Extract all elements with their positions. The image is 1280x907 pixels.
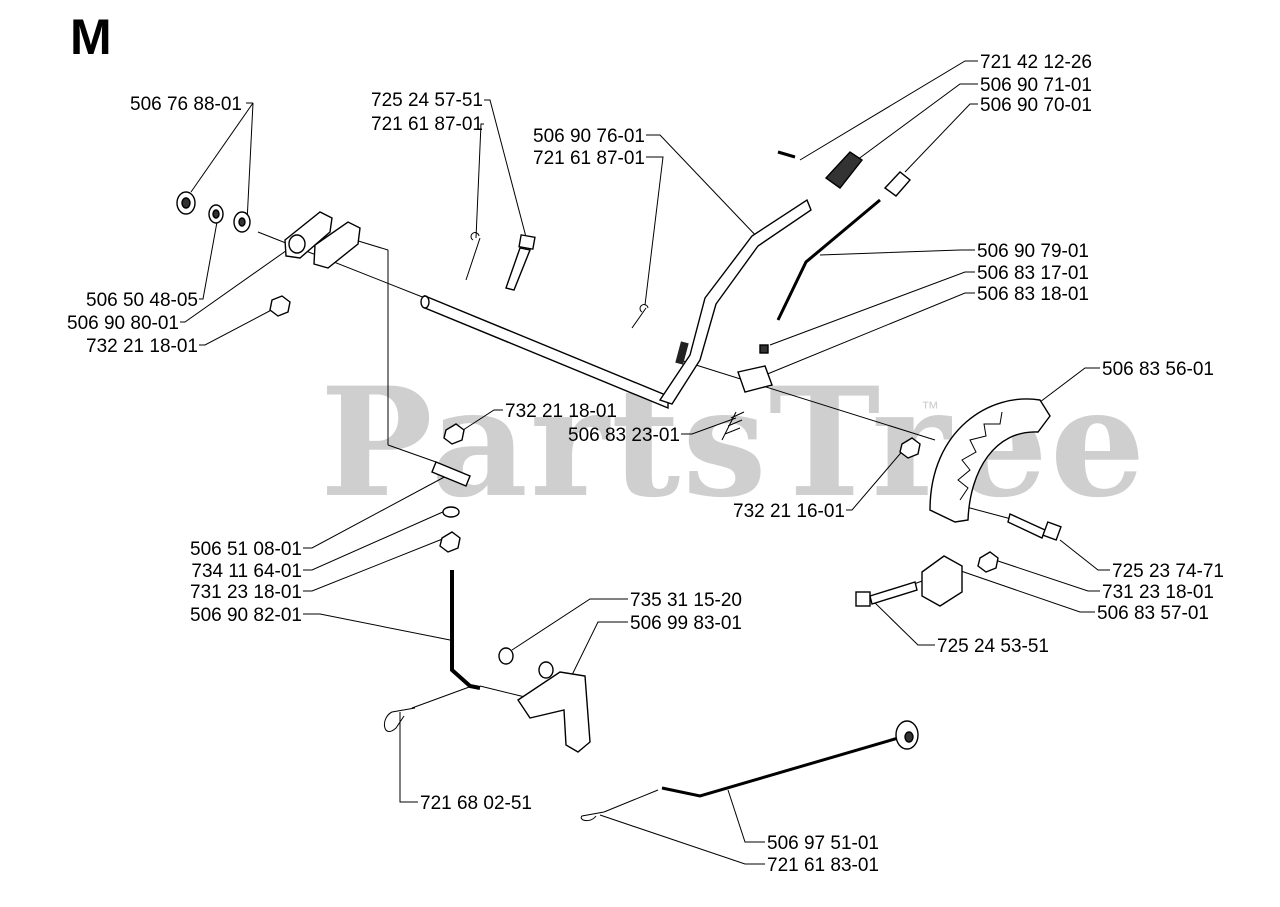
part-label: 732 21 18-01: [505, 401, 617, 422]
part-label: 725 23 74-71: [1112, 561, 1224, 582]
part-label: 506 51 08-01: [190, 539, 302, 560]
part-label: 731 23 18-01: [190, 582, 302, 603]
part-label: 506 83 56-01: [1102, 359, 1214, 380]
part-label: 506 90 80-01: [67, 313, 179, 334]
part-label: 506 50 48-05: [86, 290, 198, 311]
part-label: 721 61 83-01: [767, 855, 879, 876]
part-label: 735 31 15-20: [630, 590, 742, 611]
part-label: 506 90 70-01: [980, 95, 1092, 116]
part-label: 506 97 51-01: [767, 833, 879, 854]
part-label: 506 90 79-01: [977, 241, 1089, 262]
leader-lines: [180, 60, 1110, 865]
part-label: 732 21 16-01: [733, 501, 845, 522]
part-label: 725 24 57-51: [371, 90, 483, 111]
part-label: 506 90 71-01: [980, 75, 1092, 96]
part-label: 506 83 17-01: [977, 263, 1089, 284]
part-label: 731 23 18-01: [1102, 582, 1214, 603]
part-label: 506 83 57-01: [1097, 603, 1209, 624]
parts-artwork: [176, 150, 1062, 822]
part-label: 734 11 64-01: [191, 561, 302, 582]
part-label: 721 61 87-01: [533, 148, 645, 169]
part-label: 721 61 87-01: [371, 114, 483, 135]
part-label: 721 42 12-26: [980, 52, 1092, 73]
part-label: 506 99 83-01: [630, 613, 742, 634]
part-label: 725 24 53-51: [937, 636, 1049, 657]
part-label: 721 68 02-51: [420, 793, 532, 814]
watermark-trademark: ™: [921, 398, 939, 418]
part-label: 732 21 18-01: [86, 336, 198, 357]
part-label: 506 90 82-01: [190, 605, 302, 626]
section-letter: M: [70, 9, 112, 65]
part-label: 506 83 18-01: [977, 284, 1089, 305]
part-labels: 506 76 88-01 725 24 57-51 721 61 87-01 5…: [67, 52, 1224, 876]
part-label: 506 76 88-01: [130, 94, 242, 115]
part-label: 506 90 76-01: [533, 126, 645, 147]
part-label: 506 83 23-01: [568, 425, 680, 446]
